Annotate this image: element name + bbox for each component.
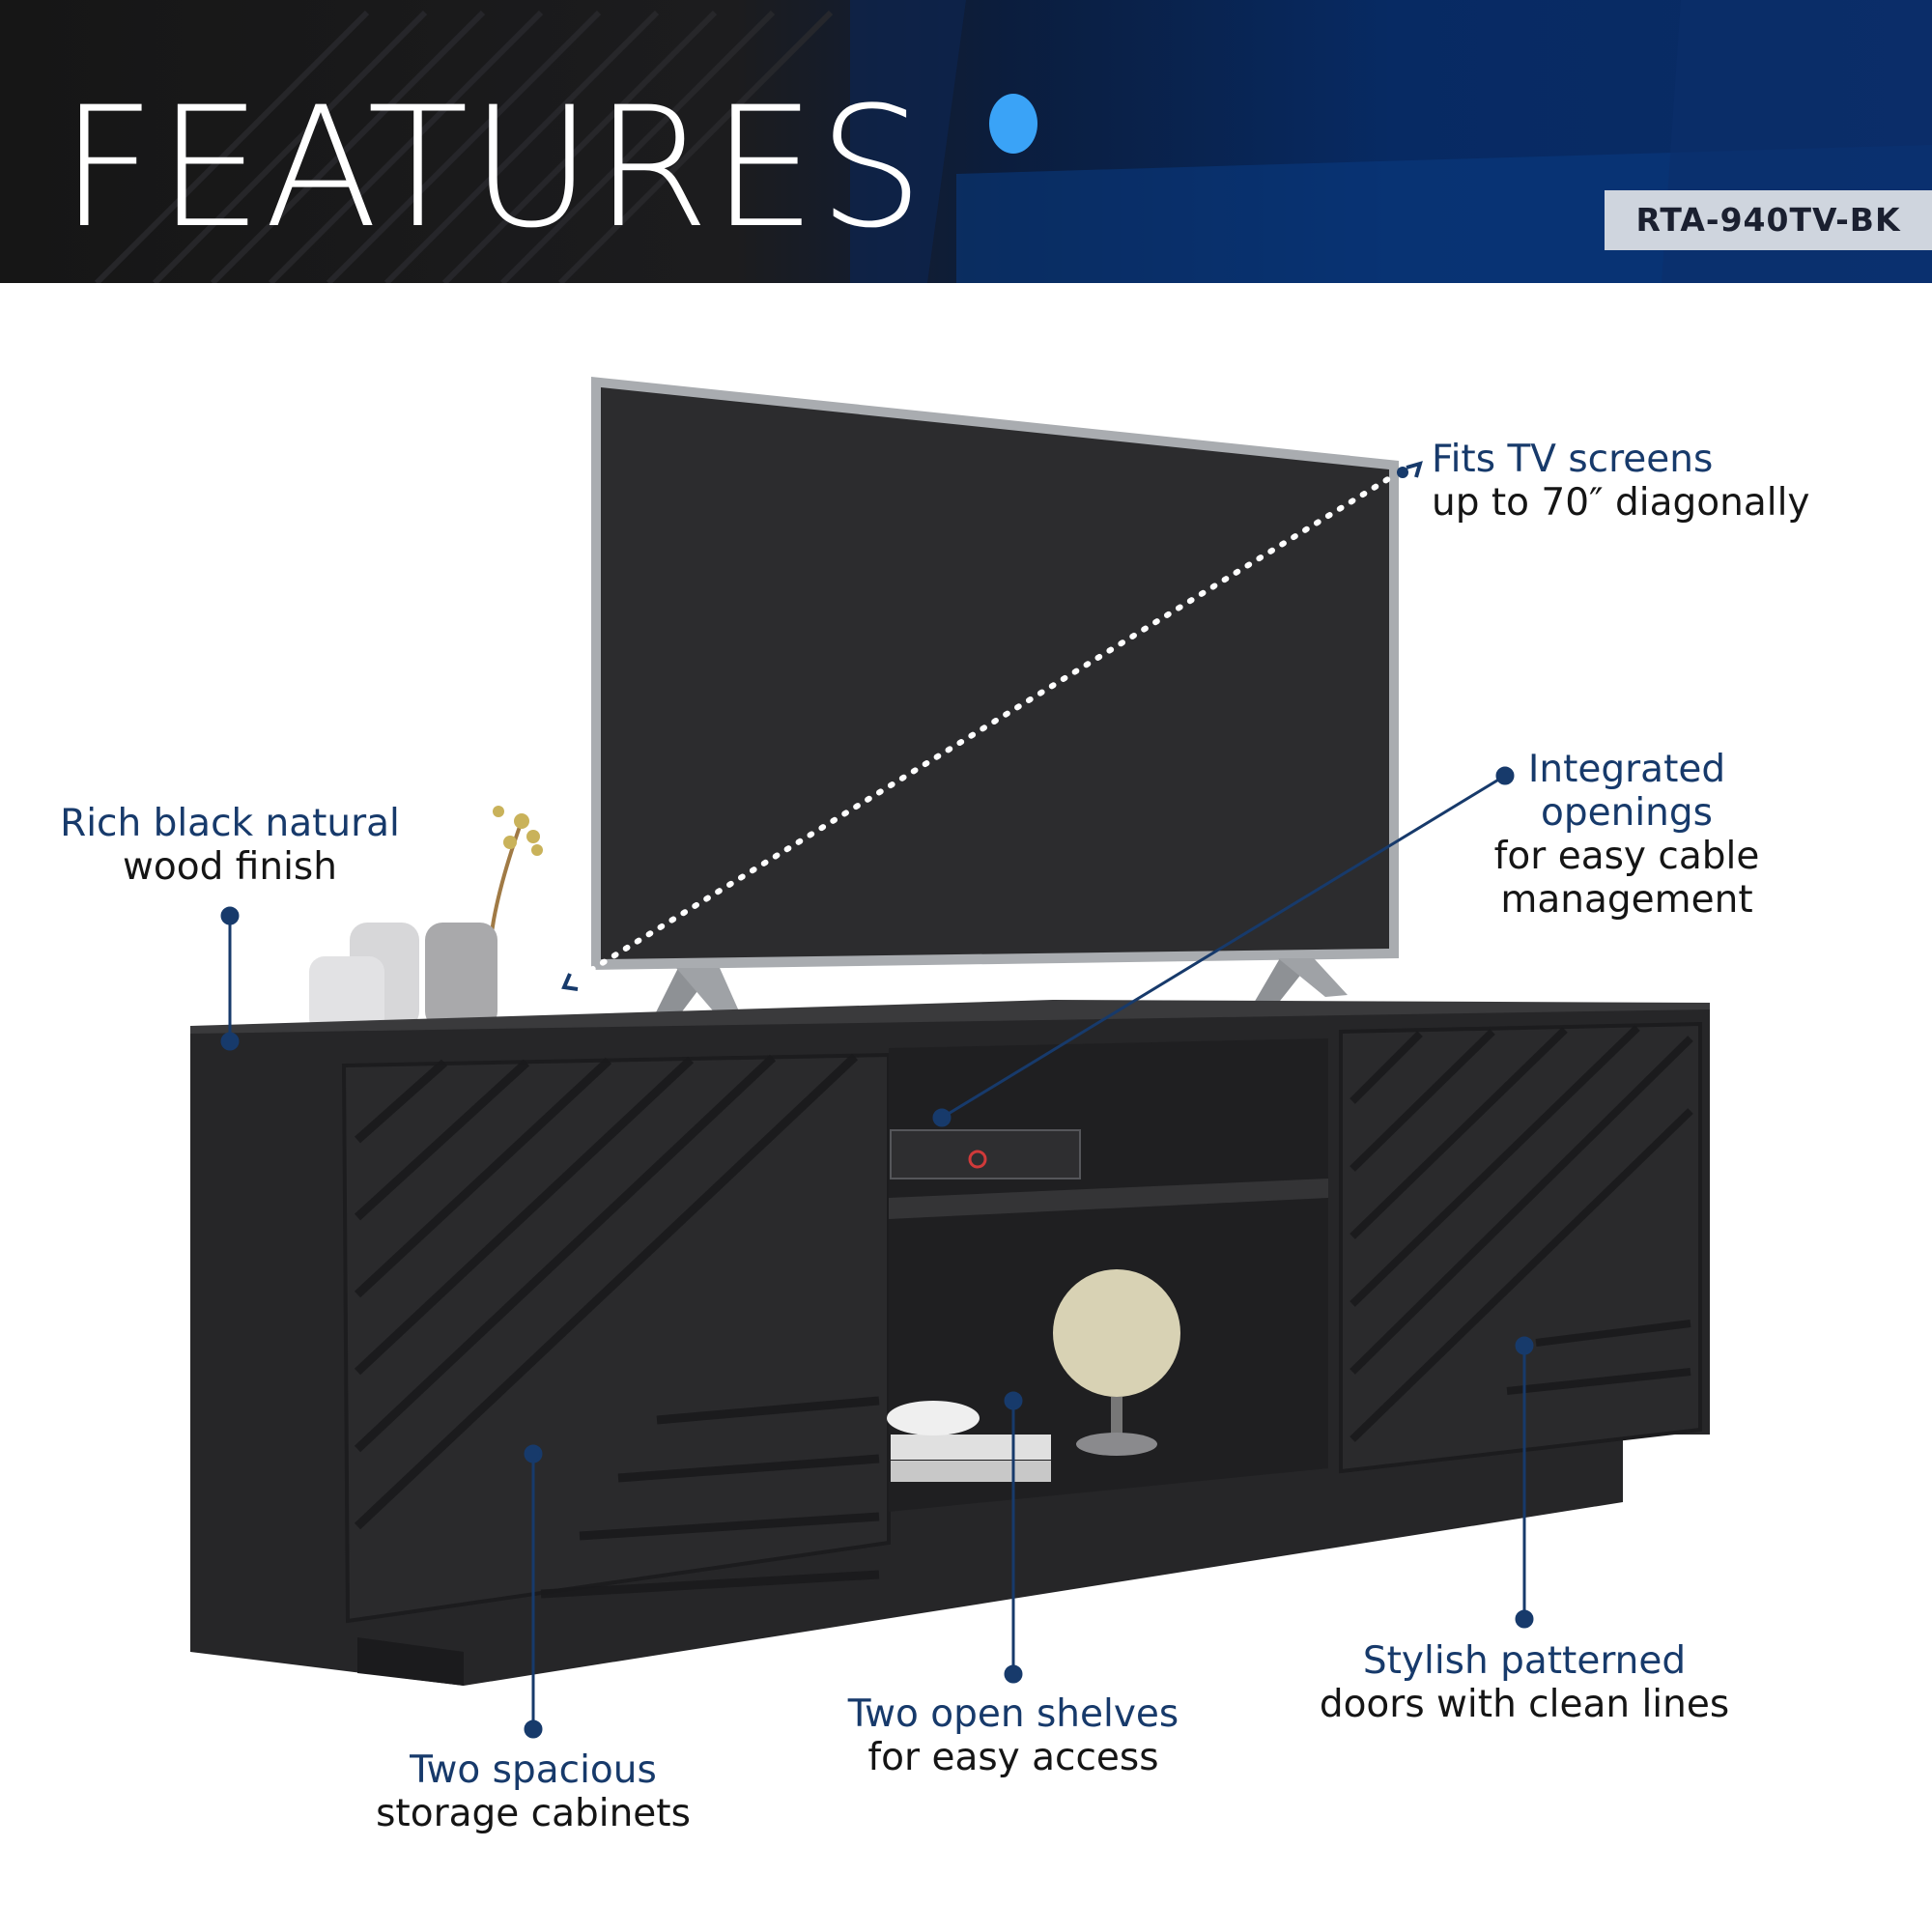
callout-finish-line1: Rich black natural — [60, 802, 400, 845]
doors-callout-dot — [1515, 1609, 1534, 1629]
callout-cable-line4: management — [1500, 878, 1753, 922]
callout-shelves-line2: for easy access — [867, 1736, 1159, 1779]
blue-dot-accent — [989, 94, 1037, 154]
callout-cable-line1: Integrated — [1527, 748, 1726, 791]
decor-vases — [309, 806, 543, 1034]
cable-leader-line — [941, 774, 1506, 1120]
tv-stand-illustration — [190, 1000, 1710, 1686]
callout-storage-cabinets: Two spacious storage cabinets — [359, 1748, 707, 1835]
shelves-target-dot — [1004, 1391, 1023, 1410]
callout-cable-line2: openings — [1541, 791, 1713, 835]
cabinets-callout-dot — [524, 1719, 543, 1739]
finish-callout-dot — [220, 906, 240, 925]
callout-patterned-doors: Stylish patterned doors with clean lines — [1302, 1639, 1747, 1726]
cable-callout-dot — [1495, 766, 1515, 785]
finish-target-dot — [220, 1032, 240, 1051]
callout-shelves-line1: Two open shelves — [847, 1692, 1179, 1736]
callout-cable-management: Integrated openings for easy cable manag… — [1472, 748, 1781, 922]
callout-cable-line3: for easy cable — [1493, 835, 1760, 878]
callout-cabinets-line2: storage cabinets — [376, 1792, 691, 1835]
shelves-callout-dot — [1004, 1664, 1023, 1684]
sku-badge: RTA-940TV-BK — [1605, 190, 1932, 250]
callout-fits-tv: Fits TV screens up to 70″ diagonally — [1432, 438, 1810, 525]
callout-doors-line1: Stylish patterned — [1362, 1639, 1687, 1683]
doors-target-dot — [1515, 1336, 1534, 1355]
diagonal-measure-line — [588, 474, 1394, 973]
callout-wood-finish: Rich black natural wood finish — [56, 802, 404, 889]
measure-arrow-icon — [561, 973, 579, 991]
callout-fits-tv-line2: up to 70″ diagonally — [1432, 481, 1810, 525]
callout-open-shelves: Two open shelves for easy access — [830, 1692, 1197, 1779]
tv-illustration — [591, 377, 1399, 1022]
cable-target-dot — [932, 1108, 952, 1127]
callout-cabinets-line1: Two spacious — [410, 1748, 657, 1792]
callout-fits-tv-line1: Fits TV screens — [1432, 438, 1714, 481]
cabinets-target-dot — [524, 1444, 543, 1463]
page-title: FEATURES — [60, 71, 926, 265]
measure-arrow-icon — [1406, 461, 1423, 478]
callout-finish-line2: wood finish — [123, 845, 337, 889]
header-banner: FEATURES RTA-940TV-BK — [0, 0, 1932, 283]
tv-callout-dot — [1397, 467, 1408, 478]
callout-doors-line2: doors with clean lines — [1319, 1683, 1730, 1726]
